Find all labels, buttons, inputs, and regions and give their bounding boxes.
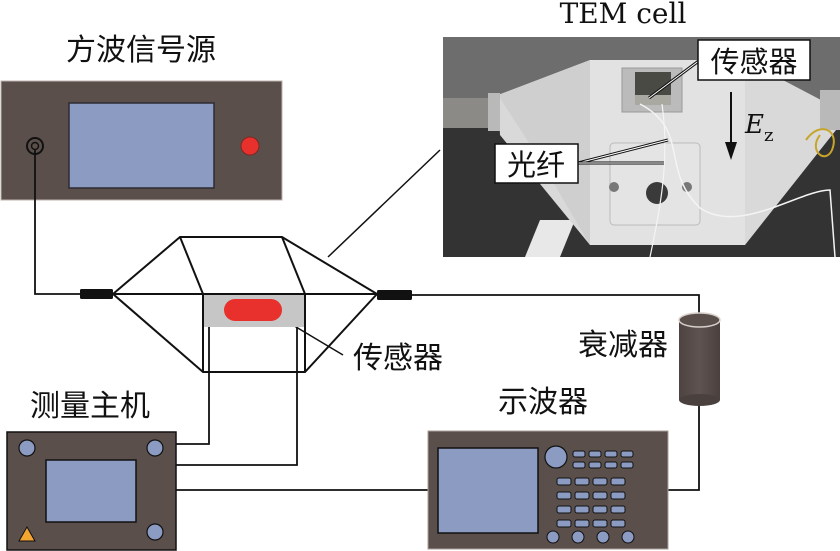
sensor-label: 传感器 (353, 341, 443, 376)
oscilloscope-button (610, 505, 626, 514)
oscilloscope-button (592, 491, 608, 500)
signal-generator: 方波信号源 (0, 33, 283, 201)
attenuator-top (678, 312, 721, 328)
photo-fiber (639, 103, 836, 258)
oscilloscope-button-grid (546, 450, 635, 544)
measurement-host-label: 测量主机 (30, 389, 150, 424)
warning-triangle-icon (18, 525, 36, 542)
oscilloscope-button (610, 477, 626, 486)
oscilloscope: 示波器 (427, 385, 669, 550)
oscilloscope-button (604, 450, 618, 458)
oscilloscope-button (574, 505, 590, 514)
measurement-host-screen (45, 459, 137, 523)
field-label: Ez (744, 110, 773, 146)
oscilloscope-small-knob-icon (571, 530, 585, 544)
oscilloscope-button (610, 519, 626, 528)
host-knob-icon (146, 523, 164, 541)
host-knob-icon (18, 439, 36, 457)
oscilloscope-screen (437, 447, 539, 534)
photo-leader-line (327, 149, 441, 258)
photo-sensor-callout-box (697, 39, 811, 81)
signal-generator-label: 方波信号源 (66, 33, 216, 68)
indicator-light-icon (240, 136, 260, 156)
oscilloscope-button (574, 491, 590, 500)
oscilloscope-button (610, 491, 626, 500)
oscilloscope-button (572, 450, 586, 458)
tem-cell-photo: TEM cell Ez 传感器 (443, 0, 840, 258)
oscilloscope-small-knob-icon (621, 530, 635, 544)
host-knob-icon (146, 439, 164, 457)
coax-cable-output (411, 294, 700, 315)
oscilloscope-main-knob-icon (544, 445, 568, 469)
coax-cable-to-scope (668, 404, 700, 491)
oscilloscope-button (588, 461, 602, 469)
oscilloscope-button (620, 461, 634, 469)
oscilloscope-small-knob-icon (596, 530, 610, 544)
tem-cell-label: TEM cell (560, 0, 687, 30)
photo-sensor-callout: 传感器 (710, 45, 797, 79)
sensor-element (224, 299, 282, 321)
oscilloscope-label: 示波器 (498, 385, 588, 420)
output-connector (377, 290, 412, 300)
input-connector (80, 289, 113, 299)
oscilloscope-button (574, 477, 590, 486)
oscilloscope-button (592, 477, 608, 486)
oscilloscope-button (588, 450, 602, 458)
photo-knob (646, 182, 668, 204)
oscilloscope-button (620, 450, 634, 458)
oscilloscope-button (592, 519, 608, 528)
oscilloscope-button (556, 505, 572, 514)
oscilloscope-button (556, 491, 572, 500)
tem-cell-schematic: 传感器 (80, 236, 443, 376)
oscilloscope-button (556, 477, 572, 486)
signal-generator-screen (68, 102, 215, 189)
attenuator: 衰减器 (578, 312, 721, 406)
oscilloscope-button (556, 519, 572, 528)
measurement-host: 测量主机 (6, 389, 177, 551)
oscilloscope-button (604, 461, 618, 469)
attenuator-body (679, 320, 720, 400)
optical-fiber-1 (176, 309, 224, 445)
optical-fiber-2 (176, 309, 298, 466)
oscilloscope-small-knob-icon (546, 530, 560, 544)
photo-fiber-callout: 光纤 (507, 148, 565, 182)
photo-fiber-callout-box (494, 143, 579, 184)
oscilloscope-button (592, 505, 608, 514)
oscilloscope-button (574, 519, 590, 528)
coax-cable-input (34, 150, 82, 295)
attenuator-label: 衰减器 (578, 328, 668, 363)
oscilloscope-button (572, 461, 586, 469)
